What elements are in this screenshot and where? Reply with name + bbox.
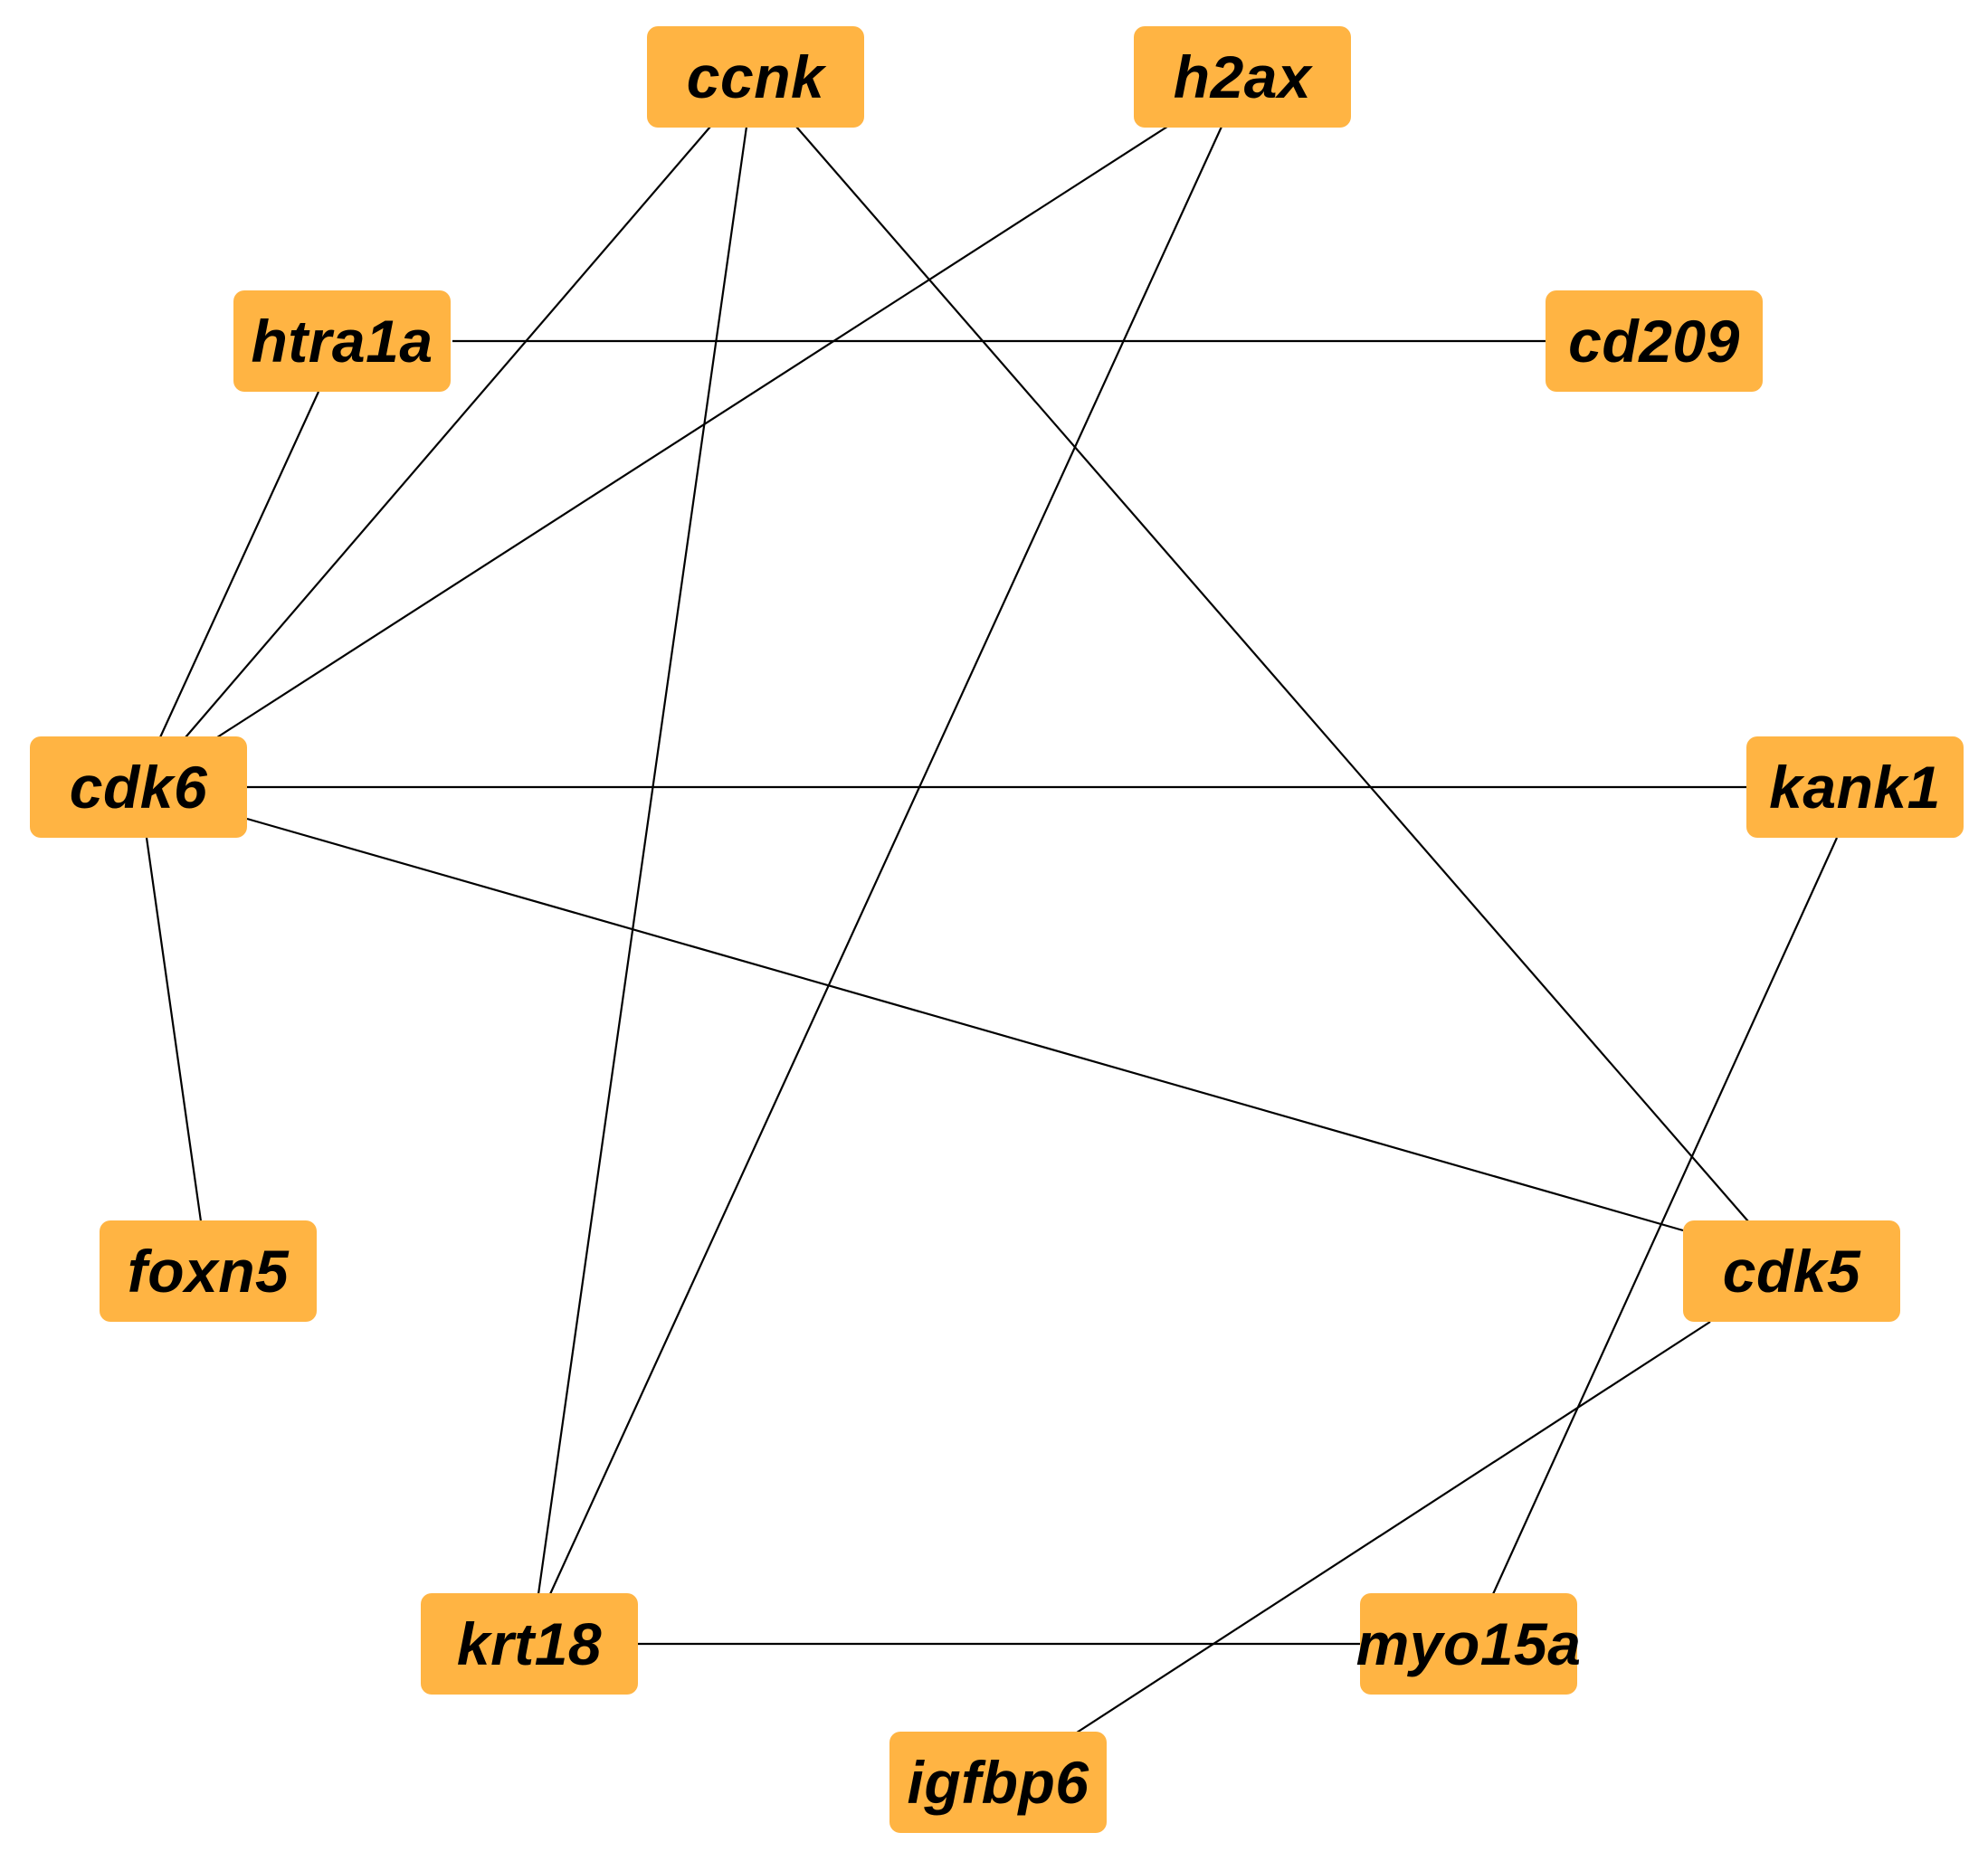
node-label: foxn5 bbox=[127, 1238, 290, 1305]
node-label: krt18 bbox=[456, 1610, 603, 1677]
node-htra1a: htra1a bbox=[233, 290, 451, 392]
node-cd209: cd209 bbox=[1546, 290, 1763, 392]
node-cdk6: cdk6 bbox=[30, 736, 247, 838]
edge-kank1-myo15a bbox=[1491, 837, 1839, 1595]
edge-ccnk-krt18 bbox=[537, 126, 748, 1595]
node-label: ccnk bbox=[686, 43, 825, 110]
node-label: myo15a bbox=[1355, 1610, 1582, 1677]
node-krt18: krt18 bbox=[421, 1593, 638, 1695]
edge-cdk6-cdk5 bbox=[246, 817, 1684, 1232]
node-label: cd209 bbox=[1568, 308, 1740, 375]
edge-ccnk-cdk6 bbox=[185, 126, 711, 738]
edge-cdk6-foxn5 bbox=[145, 837, 203, 1222]
node-label: cdk5 bbox=[1722, 1238, 1861, 1305]
edge-ccnk-cdk5 bbox=[795, 126, 1749, 1222]
node-foxn5: foxn5 bbox=[100, 1220, 317, 1322]
node-label: h2ax bbox=[1173, 43, 1312, 110]
node-label: kank1 bbox=[1769, 754, 1941, 821]
node-kank1: kank1 bbox=[1746, 736, 1964, 838]
node-label: cdk6 bbox=[69, 754, 208, 821]
node-h2ax: h2ax bbox=[1134, 26, 1351, 128]
node-ccnk: ccnk bbox=[647, 26, 864, 128]
node-label: igfbp6 bbox=[907, 1749, 1089, 1816]
edge-htra1a-cdk6 bbox=[158, 391, 320, 738]
edge-h2ax-cdk6 bbox=[216, 126, 1168, 738]
edge-cdk5-igfbp6 bbox=[1076, 1321, 1711, 1733]
node-label: htra1a bbox=[251, 308, 433, 375]
node-myo15a: myo15a bbox=[1356, 1593, 1581, 1695]
edge-h2ax-krt18 bbox=[548, 126, 1223, 1595]
node-cdk5: cdk5 bbox=[1683, 1220, 1900, 1322]
node-igfbp6: igfbp6 bbox=[889, 1732, 1107, 1833]
